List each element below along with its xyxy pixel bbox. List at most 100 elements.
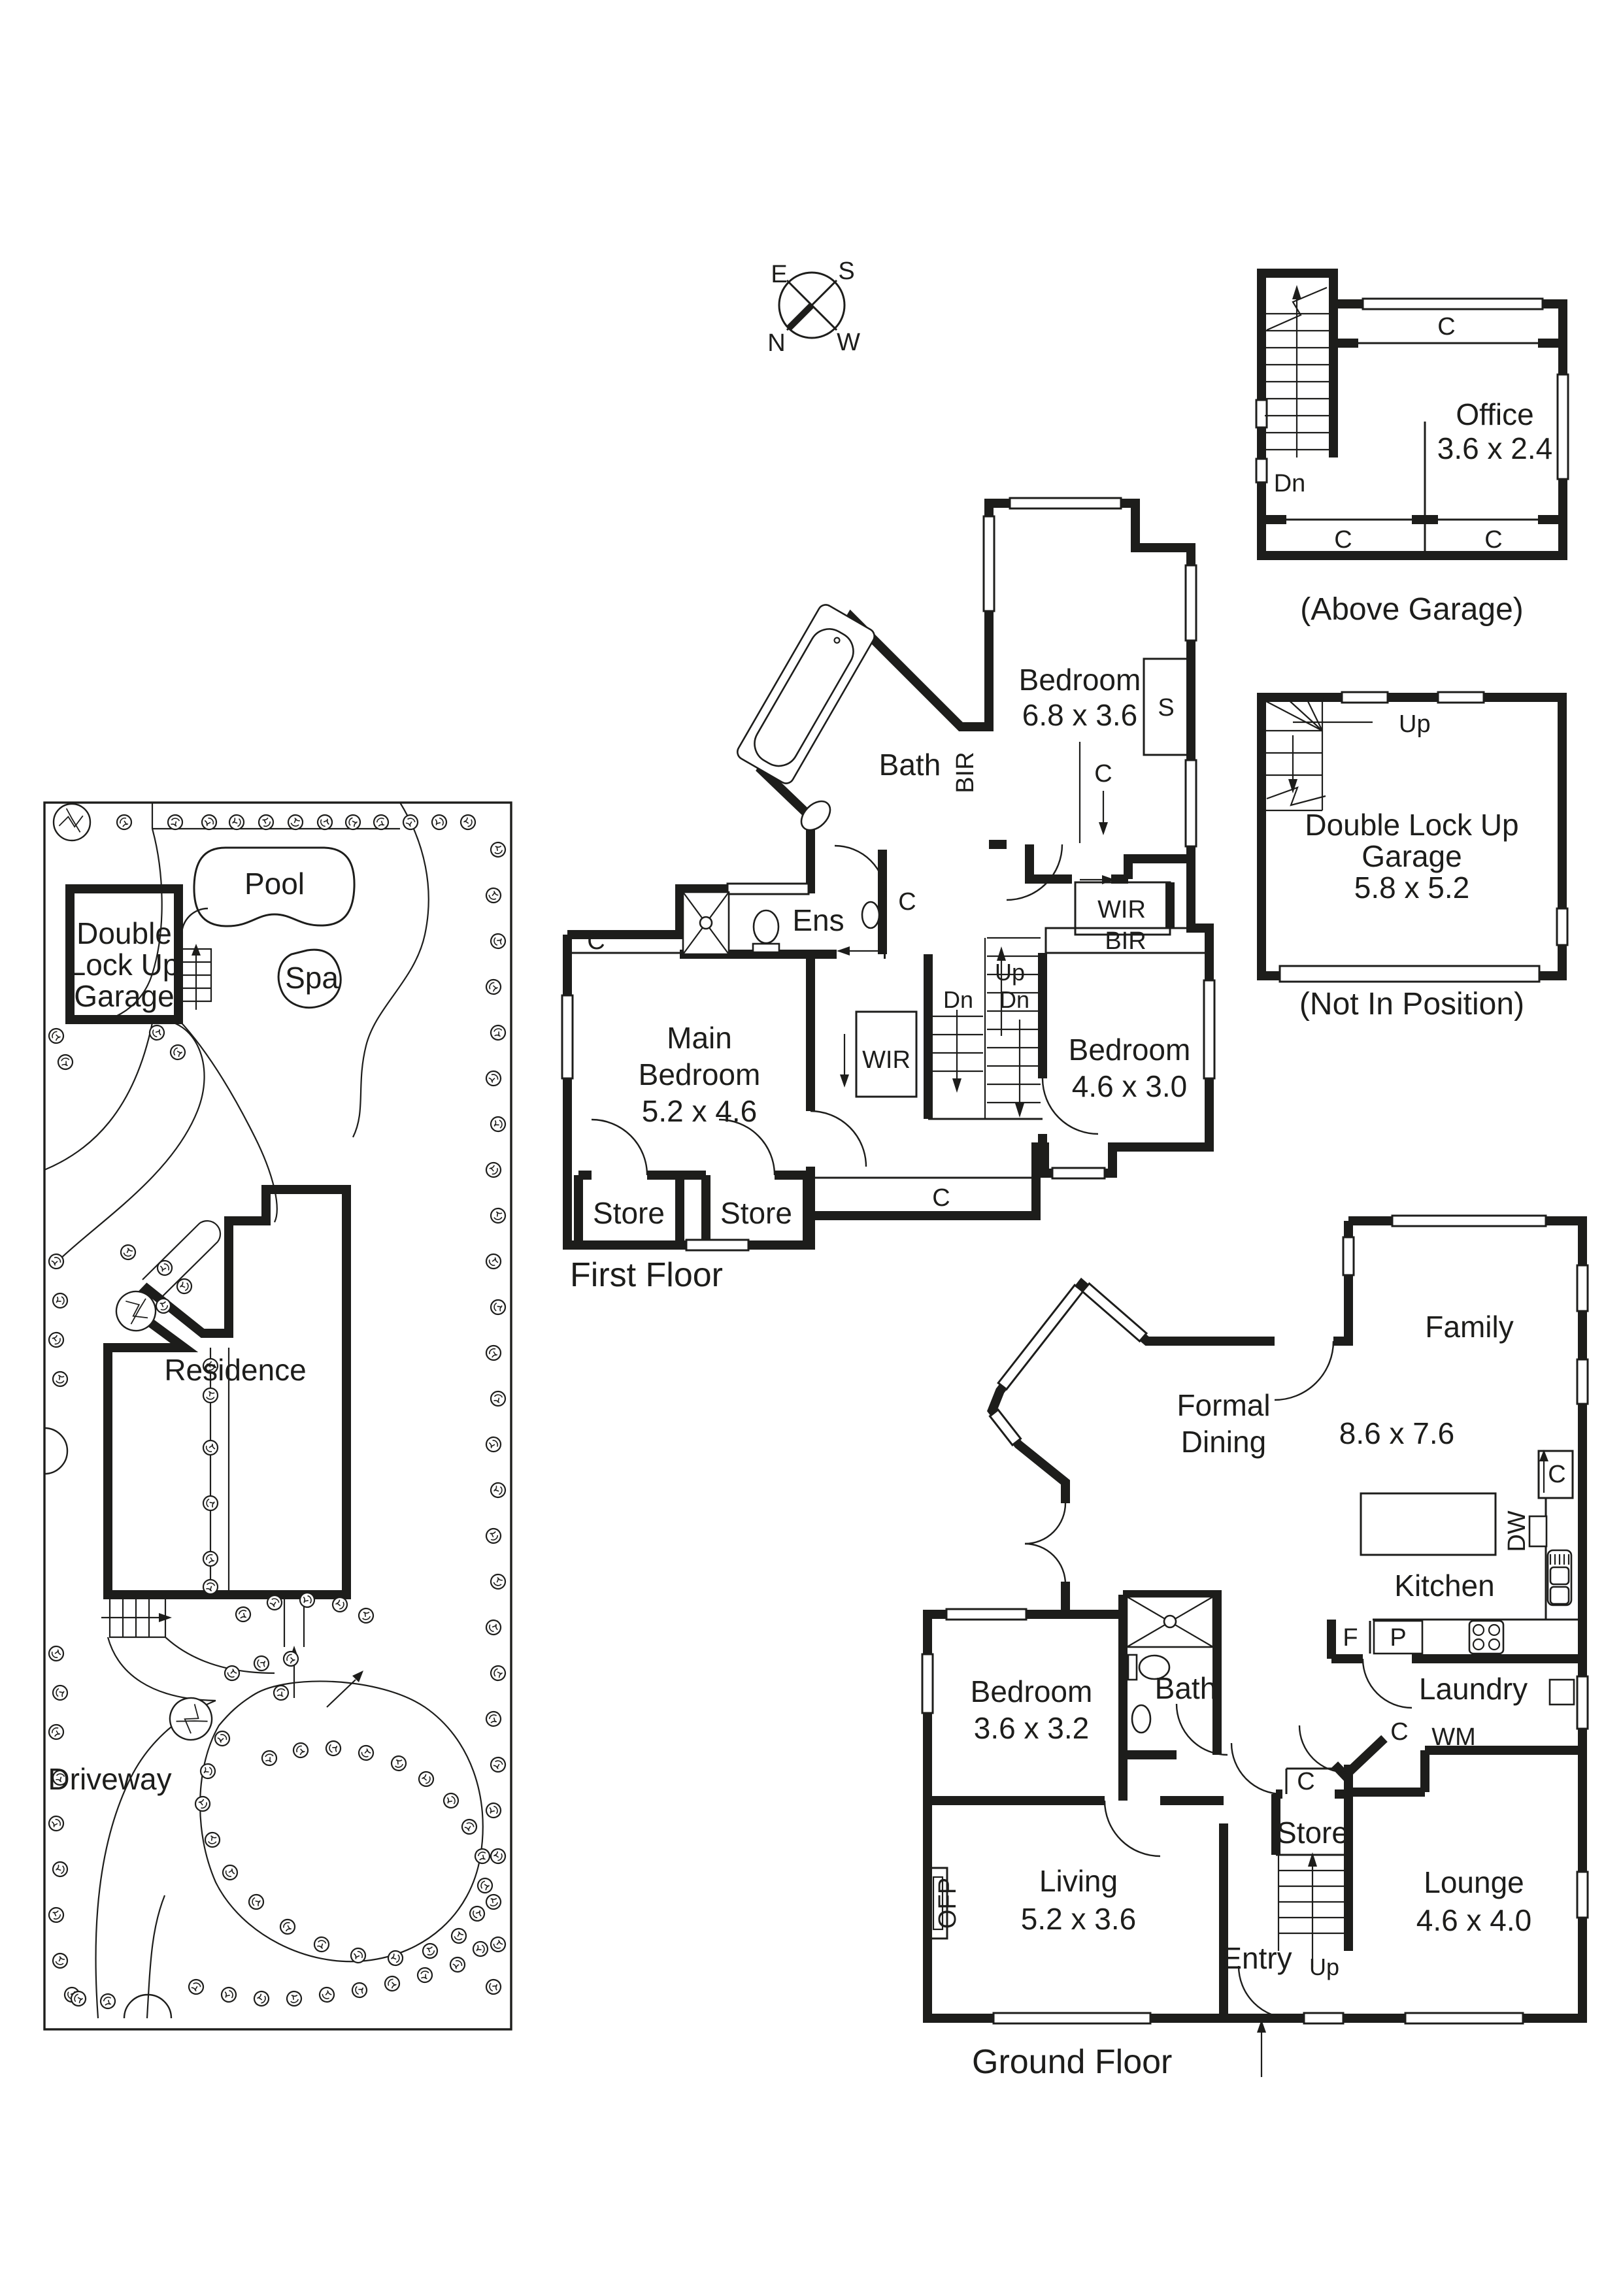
s-label: S [1158,694,1174,722]
shrub-icon [57,1054,74,1071]
garage-door-opening [1278,965,1541,983]
spa-label: Spa [285,961,339,995]
ground-floor-title: Ground Floor [972,2043,1172,2081]
c-bottom-label: C [932,1184,950,1212]
gf-bath-door-arc [1175,1703,1228,1756]
shrub-icon [169,1044,186,1061]
shrub-icon [156,1259,173,1276]
shrub-icon [450,1927,467,1944]
first-floor-title: First Floor [570,1256,723,1294]
ofp-label: OFP [934,1878,961,1929]
shrub-icon [292,1742,309,1759]
shrub-icon [476,1877,493,1894]
shrub-icon [253,1990,270,2007]
main-bedroom-window [561,994,574,1080]
shrub-icon [167,814,184,831]
shrub-icon [490,1207,507,1224]
bath-door-arc [834,844,887,897]
office-dn-label: Dn [1274,470,1306,497]
shrub-icon [485,1527,502,1544]
first-floor-plan: Bedroom 6.8 x 3.6 S Bath BIR C C Ens WIR… [561,497,1216,1294]
family-window-right2 [1576,1358,1589,1405]
shrub-icon [490,1756,507,1773]
first-floor-stairs [931,937,1041,1119]
garage-up-label: Up [1399,710,1431,738]
gf-shower-icon [1126,1595,1214,1648]
office-room-label: Office [1456,397,1533,431]
stove-icon [1468,1620,1505,1655]
dining-bay-window3 [988,1408,1022,1447]
shrub-icon [202,1387,219,1404]
shrub-icon [273,1684,290,1701]
shrub-icon [460,814,476,831]
shrub-icon [48,1027,65,1044]
compass-s: S [838,258,854,285]
side-gate [44,1427,69,1475]
shrub-icon [222,1864,239,1881]
family-window-left [1342,1236,1355,1276]
compass-icon: E S N W [767,258,860,357]
living-label: Living [1039,1864,1118,1898]
shrub-icon [253,1655,270,1672]
main-bedroom-dims: 5.2 x 4.6 [642,1094,757,1128]
site-garage-l3: Garage [74,979,174,1013]
shrub-icon [48,1253,65,1270]
entry-label: Entry [1222,1941,1292,1975]
bedroom2-door-arc [1041,1078,1099,1135]
c-bottom-band [809,1176,1037,1216]
shrub-icon [485,1802,502,1819]
bath-label: Bath [879,748,941,782]
driveway-label: Driveway [48,1762,171,1796]
site-garage-l1: Double [76,916,172,950]
tree-icon [115,1290,157,1332]
site-boundary [43,801,512,2031]
shrub-icon [202,1578,219,1595]
wir-right-label: WIR [1097,896,1146,923]
garage-stairs [1262,697,1373,812]
shrub-icon [52,1684,69,1701]
site-garage-steps [180,907,212,1010]
pantry-label: P [1390,1624,1406,1652]
office-window-top [1362,297,1544,310]
shrub-icon [418,1771,435,1788]
family-label: Family [1425,1310,1513,1344]
tree-icon [169,1697,213,1741]
shrub-icon [485,1436,502,1453]
office-c-bottom-right: C [1484,526,1502,554]
formal-dining-l2: Dining [1181,1425,1266,1459]
shrub-icon [202,1495,219,1512]
garage-window-top1 [1341,691,1389,704]
lounge-window-right [1576,1871,1589,1919]
dining-door-arc2 [1024,1542,1067,1585]
shrub-icon [188,1978,205,1995]
shrub-icon [176,1278,193,1295]
store-door-arc [1230,1742,1283,1795]
store2-door-arc [718,1118,776,1176]
driveway-edge [95,1699,216,2019]
c-kitchen-label: C [1548,1461,1565,1488]
dining-bay-window2 [1080,1282,1148,1343]
shrub-icon [282,1650,299,1667]
shrub-icon [350,1947,367,1964]
kitchen-island [1360,1492,1497,1556]
shrub-icon [201,814,218,831]
shrub-icon [485,1710,502,1727]
compass-e: E [771,261,787,288]
shrub-icon [490,1482,507,1499]
shrub-icon [228,814,245,831]
shrub-icon [490,1390,507,1407]
shrub-icon [490,1665,507,1682]
store1-door-arc [591,1118,648,1176]
dishwasher-box [1528,1515,1548,1548]
shrub-icon [202,1550,219,1567]
shrub-icon [469,1905,486,1922]
shrub-icon [358,1744,375,1761]
shrub-icon [266,1594,283,1611]
laundry-window [1576,1675,1589,1730]
sink-icon [1546,1549,1573,1606]
c-hall-label: C [898,888,916,916]
gf-up-label: Up [1309,1954,1339,1980]
shrub-icon [155,1297,172,1314]
bathtub-icon [737,604,875,784]
store2-label: Store [720,1196,792,1230]
